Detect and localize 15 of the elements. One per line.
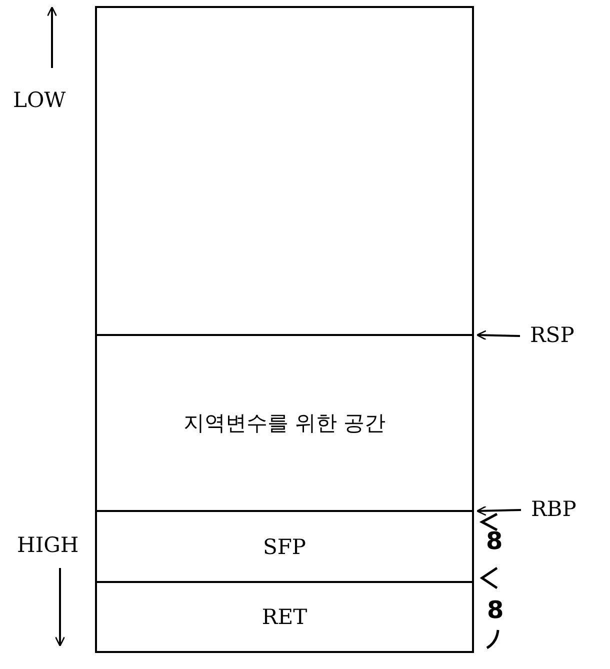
pointer-label: RSP	[530, 323, 574, 347]
memory-block	[95, 6, 474, 336]
pointer-label: RBP	[531, 497, 576, 521]
stack-segment	[95, 334, 474, 512]
direction-label: LOW	[13, 88, 66, 112]
pointer-arrow	[476, 506, 522, 516]
size-label: 8	[487, 596, 504, 624]
segment-label: SFP	[262, 534, 306, 558]
direction-label: HIGH	[17, 533, 79, 557]
stack-segment	[95, 510, 474, 583]
pointer-arrow	[476, 330, 520, 340]
stack-segment	[95, 581, 474, 653]
segment-label: 지역변수를 위한 공간	[183, 410, 386, 437]
size-label: 8	[486, 527, 503, 555]
segment-label: RET	[262, 605, 308, 629]
